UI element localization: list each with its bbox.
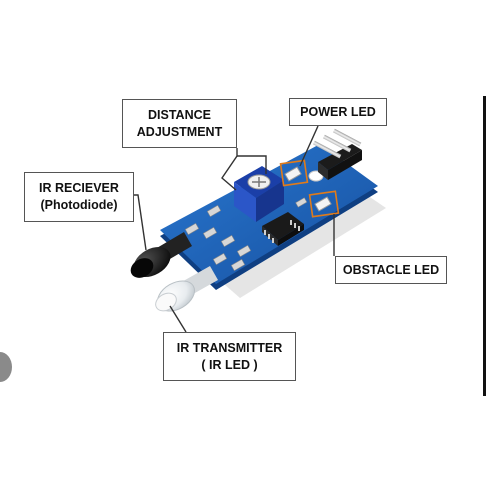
potentiometer — [234, 166, 284, 222]
comparator-chip — [262, 212, 304, 246]
ir-receiver-label-line-1: IR RECIEVER — [39, 181, 119, 195]
power-led-label: POWER LED — [289, 98, 387, 126]
ir-receiver-label-line-2: (Photodiode) — [40, 198, 118, 212]
distance-label-line-2: ADJUSTMENT — [136, 124, 223, 139]
highlight-boxes — [279, 159, 340, 218]
power-led-highlight — [279, 159, 309, 187]
ir-transmitter-label-line-2: ( IR LED ) — [201, 357, 258, 372]
obstacle-led-label-text: OBSTACLE LED — [342, 262, 440, 277]
distance-label-line-1: DISTANCE — [148, 107, 211, 122]
ir-transmitter-led — [155, 266, 218, 312]
distance-adjustment-label: DISTANCE ADJUSTMENT — [122, 99, 237, 148]
header-pins — [312, 128, 362, 180]
power-led — [284, 166, 302, 182]
obstacle-led-highlight — [308, 190, 340, 218]
obstacle-led — [314, 196, 332, 212]
power-led-label-text: POWER LED — [300, 104, 376, 119]
smd-components — [184, 197, 308, 272]
ir-receiver-label: IR RECIEVER (Photodiode) — [24, 172, 134, 222]
ir-transmitter-label-line-1: IR TRANSMITTER — [176, 340, 283, 355]
ir-receiver-led — [130, 232, 192, 278]
scroll-handle[interactable] — [0, 352, 12, 382]
obstacle-led-label: OBSTACLE LED — [335, 256, 447, 284]
right-edge-bar — [483, 96, 486, 396]
ir-transmitter-label: IR TRANSMITTER ( IR LED ) — [163, 332, 296, 381]
